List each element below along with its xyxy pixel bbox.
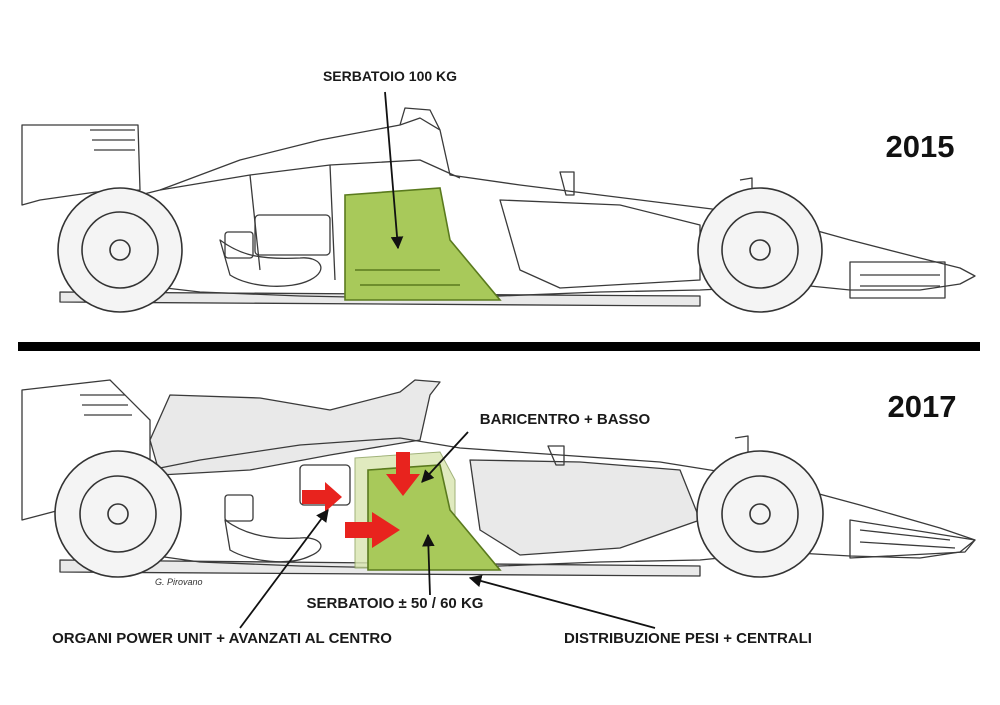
weight-distribution-pointer	[468, 574, 656, 629]
weight-distribution-label: DISTRIBUZIONE PESI + CENTRALI	[564, 630, 812, 647]
year-2015: 2015	[886, 129, 955, 164]
tank-pointer-2017	[422, 533, 435, 596]
signature: G. Pirovano	[155, 577, 203, 587]
front-wheel-2015	[697, 187, 823, 313]
panel-divider	[18, 342, 980, 351]
car-2017	[21, 379, 976, 578]
red-arrow-tank-forward	[345, 512, 400, 548]
front-wing-2015	[849, 261, 946, 299]
front-wing-2017	[849, 519, 976, 559]
engine-cover-2017	[149, 379, 441, 476]
rear-wheel-2015	[57, 187, 183, 313]
fuel-tank-2015	[344, 187, 502, 301]
rear-wheel-2017	[54, 450, 182, 578]
power-unit-pointer	[239, 508, 329, 629]
tank-label-2015: SERBATOIO 100 KG	[323, 68, 457, 84]
year-2017: 2017	[888, 389, 957, 424]
red-arrow-cog-down	[386, 452, 420, 496]
car-2015	[21, 107, 976, 313]
cog-label: BARICENTRO + BASSO	[480, 411, 651, 428]
red-arrow-power-unit	[302, 482, 342, 512]
power-unit-label: ORGANI POWER UNIT + AVANZATI AL CENTRO	[52, 630, 392, 647]
front-wheel-2017	[696, 450, 824, 578]
cog-pointer	[421, 431, 469, 483]
tank-pointer-2015	[384, 91, 404, 250]
tank-label-2017: SERBATOIO ± 50 / 60 KG	[307, 595, 484, 612]
